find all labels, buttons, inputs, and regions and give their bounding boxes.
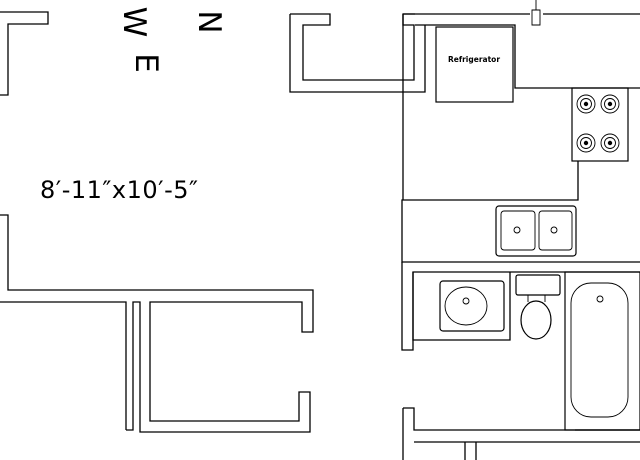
burner-bottom-right bbox=[600, 133, 620, 153]
valve-symbol bbox=[531, 0, 541, 26]
compass-east: E bbox=[128, 53, 164, 73]
burner-top-right bbox=[600, 94, 620, 114]
bathroom-walls bbox=[401, 262, 640, 351]
toilet bbox=[515, 274, 561, 340]
left-wall-middle bbox=[0, 214, 314, 433]
kitchen-sink bbox=[495, 205, 577, 257]
closet-alcove bbox=[289, 13, 640, 93]
stove bbox=[571, 87, 629, 162]
bottom-right-walls bbox=[402, 407, 640, 460]
bathroom-vanity bbox=[439, 280, 505, 332]
top-left-wall bbox=[0, 11, 49, 96]
compass-west: W bbox=[116, 7, 152, 38]
burner-bottom-left bbox=[576, 133, 596, 153]
refrigerator-label: Refrigerator bbox=[448, 55, 500, 64]
room-dimension-label: 8′-11″x10′-5″ bbox=[40, 176, 198, 204]
kitchen-counter bbox=[401, 14, 640, 263]
compass-rose: E N W bbox=[116, 7, 227, 73]
refrigerator: Refrigerator bbox=[435, 26, 514, 103]
burner-top-left bbox=[576, 94, 596, 114]
bathtub bbox=[564, 271, 640, 431]
compass-north: N bbox=[191, 10, 227, 33]
